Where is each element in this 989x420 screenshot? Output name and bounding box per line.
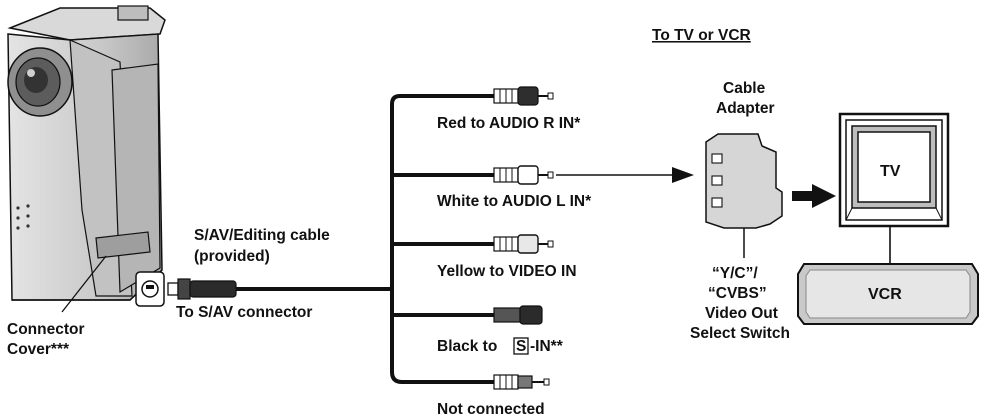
cable-adapter-icon xyxy=(705,133,783,258)
plug-label-black-s: S xyxy=(516,338,526,355)
speaker-grille-icon xyxy=(16,204,30,230)
adapter-title-line1: Cable xyxy=(723,80,766,97)
tv-label: TV xyxy=(880,163,901,180)
s-video-plug-icon xyxy=(493,305,543,325)
vcr-label: VCR xyxy=(868,286,902,303)
switch-label-line3: Video Out xyxy=(705,305,778,322)
plug-label-yellow: Yellow to VIDEO IN xyxy=(437,263,577,280)
lens-icon xyxy=(7,47,73,117)
switch-label-line1: “Y/C”/ xyxy=(712,265,758,282)
destination-heading: To TV or VCR xyxy=(652,27,751,44)
arrow-to-tv-icon xyxy=(792,184,836,208)
tv-icon xyxy=(838,112,950,228)
s-av-connector-label: To S/AV connector xyxy=(176,304,312,321)
plug-label-black-prefix: Black to xyxy=(437,338,497,355)
camcorder xyxy=(7,5,166,301)
cable-name-line2: (provided) xyxy=(194,248,270,265)
connector-cover-label-line1: Connector xyxy=(7,321,85,338)
arrow-to-adapter-icon xyxy=(556,167,694,183)
vcr-icon xyxy=(797,263,979,325)
white-rca-plug-icon xyxy=(493,165,554,185)
s-av-editing-cable xyxy=(167,94,496,384)
switch-label-line2: “CVBS” xyxy=(708,285,767,302)
plug-label-black: Black to S -IN** xyxy=(437,337,564,355)
adapter-title-line2: Adapter xyxy=(716,100,775,117)
yellow-rca-plug-icon xyxy=(493,234,554,254)
switch-label-line4: Select Switch xyxy=(690,325,790,342)
plug-label-black-suffix: -IN** xyxy=(530,338,564,355)
connector-cover-label-line2: Cover*** xyxy=(7,341,70,358)
plug-label-white: White to AUDIO L IN* xyxy=(437,193,592,210)
connector-cover-leader xyxy=(61,255,107,313)
cable-name-line1: S/AV/Editing cable xyxy=(194,227,330,244)
s-av-connector-icon xyxy=(135,271,165,307)
red-rca-plug-icon xyxy=(493,86,554,106)
mini-plug-icon xyxy=(493,374,550,390)
plug-label-red: Red to AUDIO R IN* xyxy=(437,115,581,132)
s-box-icon xyxy=(513,337,529,355)
connector-cover xyxy=(95,231,151,259)
plug-label-not-connected: Not connected xyxy=(437,401,545,418)
